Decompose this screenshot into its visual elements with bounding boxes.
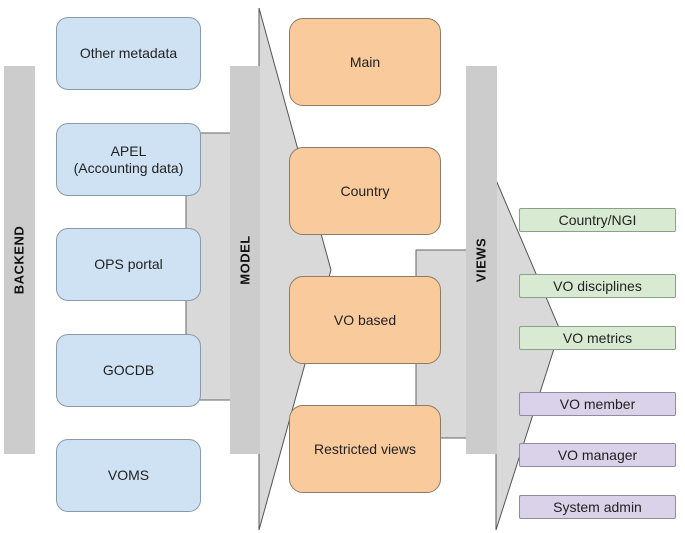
model-restricted-views: Restricted views bbox=[289, 405, 441, 493]
view-system-admin: System admin bbox=[519, 495, 676, 519]
backend-source-other-metadata: Other metadata bbox=[56, 17, 201, 90]
backend-source-apel: APEL (Accounting data) bbox=[56, 123, 201, 196]
model-main: Main bbox=[289, 18, 441, 106]
views-bar bbox=[466, 66, 497, 454]
model-vo-based: VO based bbox=[289, 276, 441, 364]
backend-source-ops-portal: OPS portal bbox=[56, 228, 201, 301]
model-bar bbox=[230, 66, 260, 454]
view-vo-member: VO member bbox=[519, 392, 676, 416]
views-label: VIEWS bbox=[473, 237, 489, 283]
view-vo-disciplines: VO disciplines bbox=[519, 274, 676, 298]
view-vo-metrics: VO metrics bbox=[519, 326, 676, 350]
backend-source-gocdb: GOCDB bbox=[56, 334, 201, 407]
view-vo-manager: VO manager bbox=[519, 443, 676, 467]
backend-source-voms: VOMS bbox=[56, 439, 201, 512]
model-country: Country bbox=[289, 147, 441, 235]
backend-bar bbox=[4, 66, 35, 454]
view-country-ngi: Country/NGI bbox=[519, 208, 676, 232]
model-label: MODEL bbox=[237, 235, 253, 285]
backend-label: BACKEND bbox=[11, 225, 27, 295]
views-arrow bbox=[495, 179, 561, 531]
